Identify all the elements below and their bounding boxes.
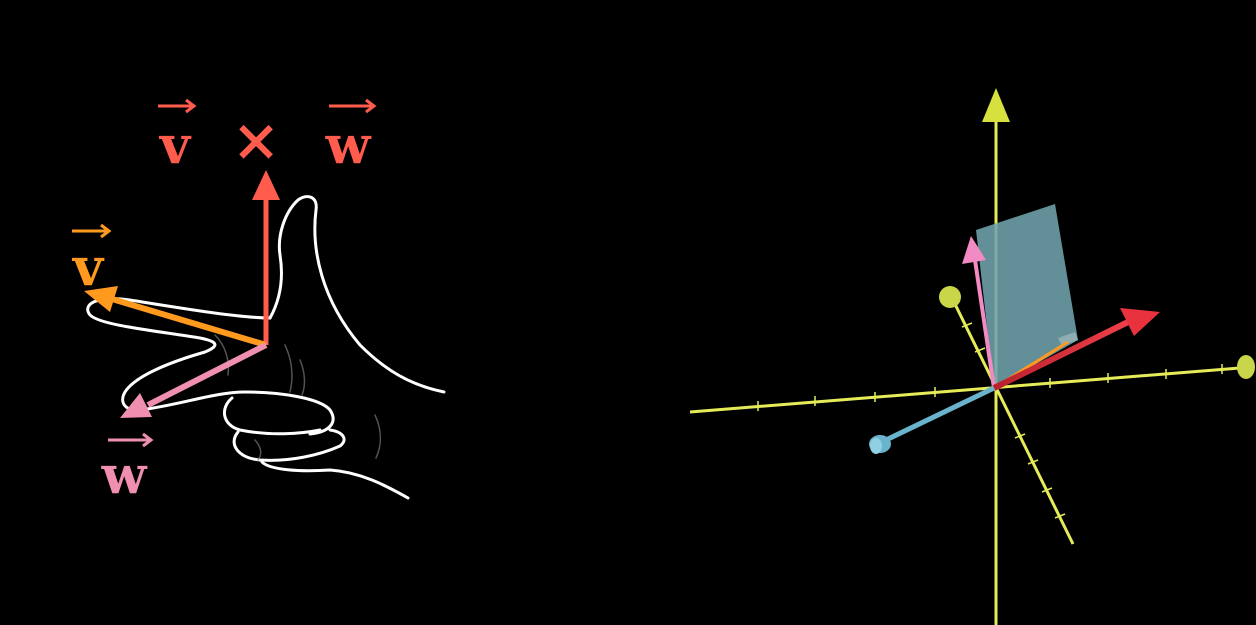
y-axis (939, 286, 1075, 545)
hand-outline (86, 195, 446, 500)
w-label-group: w (101, 432, 154, 506)
w-label: w (101, 445, 148, 506)
v-vector-2d (84, 286, 267, 348)
vector-arrow-over-w (329, 98, 377, 114)
vector-arrow-over-v (158, 98, 197, 114)
parallelogram-plane (976, 204, 1078, 388)
cross-product-formula: v × w (158, 98, 377, 176)
v-vector-3d (962, 236, 996, 389)
formula-cross-symbol: × (232, 106, 281, 174)
v-label: v (72, 237, 105, 298)
vector-arrow-over-w-left (108, 432, 154, 448)
formula-w-label: w (325, 115, 372, 176)
vector-arrow-over-v-left (72, 223, 112, 239)
x-axis (689, 355, 1255, 414)
right-hand-rule-diagram: v × w (72, 98, 446, 506)
cross-product-vector-3d (992, 308, 1160, 391)
w-vector-2d (120, 342, 268, 418)
w-vector-3d (869, 385, 996, 454)
3d-axes-view (689, 88, 1255, 625)
cross-product-vector-2d (252, 170, 280, 345)
plane-corner-highlight (1058, 332, 1078, 346)
formula-v-label: v (159, 115, 192, 176)
v-label-group: v (72, 223, 112, 298)
